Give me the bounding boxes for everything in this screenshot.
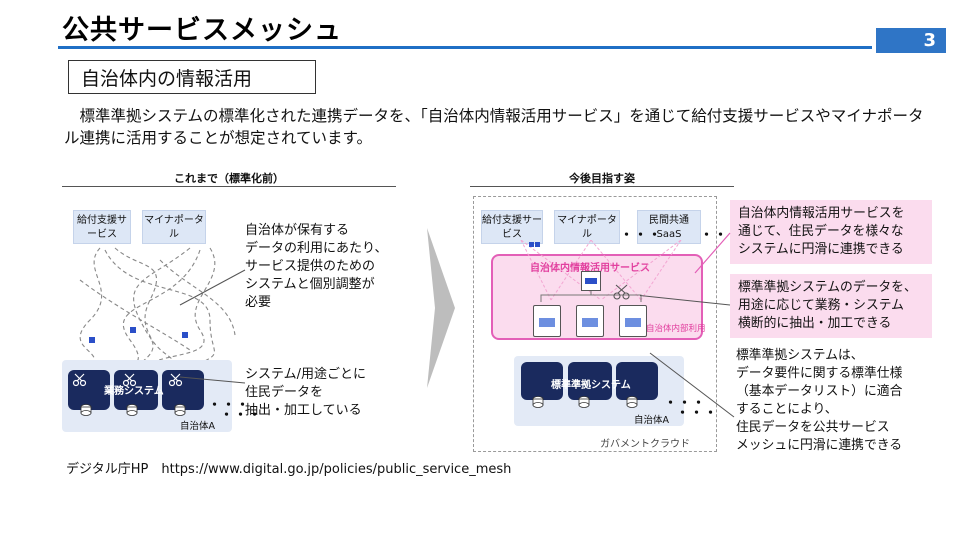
extraction-callout-line: 横断的に抽出・加工できる xyxy=(738,316,892,331)
info-service-callout-line: システムに円滑に連携できる xyxy=(738,242,904,257)
standard-system-note-line: データ要件に関する標準仕様 xyxy=(736,366,903,381)
database-icon xyxy=(532,396,638,408)
before-municipality-label: 自治体A xyxy=(180,421,215,432)
standard-system-3 xyxy=(616,362,658,400)
standard-system-label: 標準準拠システム xyxy=(551,380,631,391)
after-dots-systems-2: ・・・ xyxy=(676,406,719,421)
title-underline xyxy=(58,46,872,49)
after-caption-rule xyxy=(470,186,734,187)
after-dots-services-1: ・・・ xyxy=(620,228,663,243)
before-system-2 xyxy=(114,370,158,410)
before-caption-rule xyxy=(62,186,396,187)
before-callout-lines xyxy=(179,269,246,384)
database-icon xyxy=(80,404,186,416)
before-caption: これまで（標準化前） xyxy=(174,172,284,185)
before-note-2-line: 抽出・加工している xyxy=(245,403,362,418)
standard-system-2 xyxy=(568,362,612,400)
info-service-callout: 自治体内情報活用サービスを 通じて、住民データを様々な システムに円滑に連携でき… xyxy=(730,200,932,264)
info-service-label: 自治体内情報活用サービス xyxy=(530,263,650,274)
before-system-3 xyxy=(162,370,204,410)
after-service-myna-label: マイナポータル xyxy=(557,215,617,240)
internal-use-label: 自治体内部利用 xyxy=(646,324,706,334)
government-cloud-label: ガバメントクラウド xyxy=(600,439,690,450)
before-service-kyufu-label: 給付支援サービス xyxy=(77,215,127,240)
before-dots-1: ・・・ xyxy=(208,398,251,413)
standard-system-note-line: 住民データを公共サービス xyxy=(736,420,890,435)
standard-system-note-line: することにより、 xyxy=(736,402,838,417)
after-service-kyufu-label: 給付支援サービス xyxy=(482,215,542,240)
extraction-callout-line: 標準準拠システムのデータを、 xyxy=(738,280,917,295)
before-system-label: 業務システム xyxy=(104,386,164,397)
data-document-icon xyxy=(619,305,647,337)
before-system-1 xyxy=(68,370,110,410)
standard-system-note-line: 標準準拠システムは、 xyxy=(736,348,864,363)
section-title: 自治体内の情報活用 xyxy=(68,60,316,94)
description-text: 標準準拠システムの標準化された連携データを、「自治体内情報活用サービス」を通じて… xyxy=(64,107,924,147)
before-service-kyufu: 給付支援サービス xyxy=(73,210,131,244)
before-note-1-line: 自治体が保有する xyxy=(245,223,350,238)
page-number: 3 xyxy=(876,28,946,53)
info-service-callout-line: 自治体内情報活用サービスを xyxy=(738,206,905,221)
scissors-icon xyxy=(613,284,630,300)
after-connections xyxy=(520,240,682,302)
after-service-kyufu: 給付支援サービス xyxy=(481,210,543,244)
after-municipality-label: 自治体A xyxy=(634,415,669,426)
after-service-saas: 民間共通SaaS xyxy=(637,210,701,244)
data-document-icon xyxy=(533,305,561,337)
before-note-1: 自治体が保有する データの利用にあたり、 サービス提供のための システムと個別調… xyxy=(245,222,387,312)
after-caption: 今後目指す姿 xyxy=(569,172,635,185)
after-dots-systems-1: ・・・ xyxy=(664,396,707,411)
extraction-callout: 標準準拠システムのデータを、 用途に応じて業務・システム 横断的に抽出・加工でき… xyxy=(730,274,932,338)
before-note-2: システム/用途ごとに 住民データを 抽出・加工している xyxy=(245,366,366,420)
after-service-saas-label: 民間共通SaaS xyxy=(649,215,689,240)
standard-system-1 xyxy=(521,362,563,400)
before-note-1-line: システムと個別調整が xyxy=(245,277,375,292)
before-note-1-line: サービス提供のための xyxy=(245,259,376,274)
data-document-icon xyxy=(576,305,604,337)
standard-system-note: 標準準拠システムは、 データ要件に関する標準仕様 （基本データリスト）に適合 す… xyxy=(736,347,902,455)
source-link[interactable]: デジタル庁HP https://www.digital.go.jp/polici… xyxy=(66,462,512,477)
before-dots-2: ・・・ xyxy=(220,408,263,423)
before-note-1-line: 必要 xyxy=(245,295,272,310)
shared-data-fill xyxy=(585,278,597,284)
transition-arrow-icon xyxy=(427,228,455,388)
after-service-myna: マイナポータル xyxy=(554,210,620,244)
extraction-callout-line: 用途に応じて業務・システム xyxy=(738,298,904,313)
page-title: 公共サービスメッシュ xyxy=(62,15,342,46)
before-note-1-line: データの利用にあたり、 xyxy=(245,241,388,256)
before-service-myna: マイナポータル xyxy=(142,210,206,244)
shared-data-icon xyxy=(581,271,601,291)
standard-system-note-line: （基本データリスト）に適合 xyxy=(736,384,903,399)
after-callout-lines xyxy=(640,232,735,418)
standard-system-note-line: メッシュに円滑に連携できる xyxy=(736,438,903,453)
government-cloud-box xyxy=(473,196,717,452)
info-service-callout-line: 通じて、住民データを様々な xyxy=(738,224,904,239)
scissors-icon xyxy=(72,373,183,387)
before-service-myna-label: マイナポータル xyxy=(144,215,204,240)
before-note-2-line: 住民データを xyxy=(245,385,324,400)
before-note-2-line: システム/用途ごとに xyxy=(245,367,366,382)
